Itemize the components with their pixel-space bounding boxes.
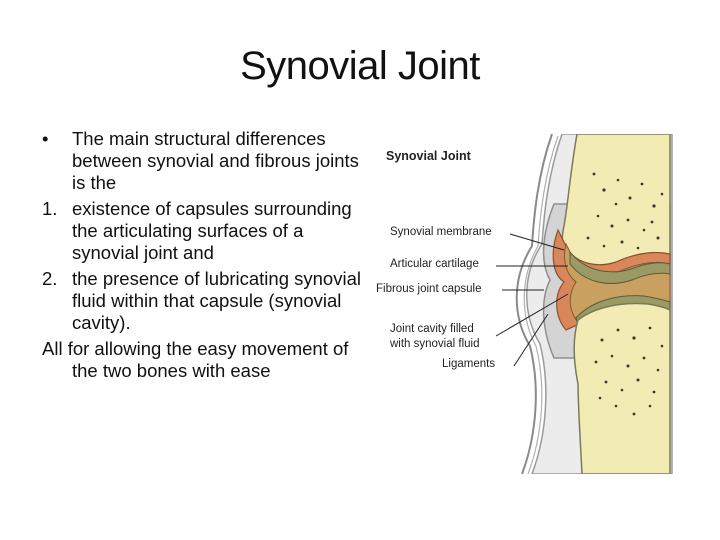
joint-illustration [495, 134, 673, 474]
slide-title: Synovial Joint [240, 44, 480, 88]
ligament-line-inner [523, 135, 559, 474]
label-articular-cartilage: Articular cartilage [390, 258, 479, 270]
label-leader-lines [495, 233, 569, 367]
numbered-item-2-text: the presence of lubricating synovial flu… [72, 268, 361, 333]
closing-paragraph: All for allowing the easy movement of th… [42, 338, 349, 381]
numbered-item-1: 1. existence of capsules surrounding the… [42, 198, 362, 264]
synovial-joint-diagram: Synovial Joint Synovial membrane Articul… [372, 134, 708, 474]
numbered-item-1-text: existence of capsules surrounding the ar… [72, 198, 352, 263]
spongy-bone-texture [586, 172, 664, 416]
bullet-intro: • The main structural differences betwee… [42, 128, 362, 194]
bullet-intro-text: The main structural differences between … [72, 128, 359, 193]
numbered-item-2: 2. the presence of lubricating synovial … [42, 268, 362, 334]
slide-body-text: • The main structural differences betwee… [42, 128, 362, 386]
articular-cartilage-upper [569, 250, 671, 284]
label-ligaments: Ligaments [442, 358, 496, 370]
number-marker-1: 1. [42, 198, 58, 219]
label-fibrous-capsule: Fibrous joint capsule [376, 283, 482, 295]
ligament-line-outer [515, 134, 553, 474]
number-marker-2: 2. [42, 268, 58, 289]
diagram-title: Synovial Joint [386, 149, 471, 163]
label-joint-cavity-line1: Joint cavity filled [390, 323, 474, 335]
bullet-marker: • [42, 128, 49, 149]
label-synovial-membrane: Synovial membrane [390, 226, 492, 238]
label-joint-cavity-line2: with synovial fluid [390, 338, 480, 350]
